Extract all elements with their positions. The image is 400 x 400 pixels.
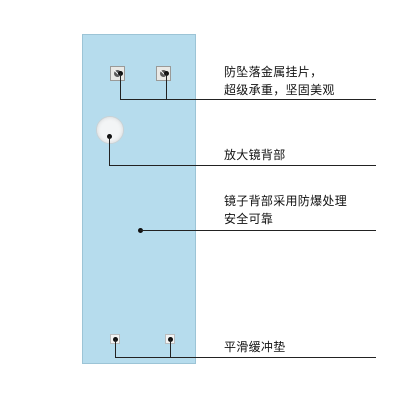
magnifier-back bbox=[96, 116, 124, 144]
pad-left-leader-vertical bbox=[115, 339, 116, 357]
pad-right-leader-vertical bbox=[170, 339, 171, 357]
back-label-line-2: 安全可靠 bbox=[224, 212, 274, 226]
hanger-label-line-1: 防坠落金属挂片， bbox=[224, 65, 323, 79]
hanger-label-line-2: 超级承重，坚固美观 bbox=[224, 83, 335, 97]
pad-label: 平滑缓冲垫 bbox=[224, 340, 286, 354]
hanger-left-leader-vertical bbox=[120, 73, 121, 99]
back-label-line-1: 镜子背部采用防爆处理 bbox=[224, 194, 348, 208]
hanger-leader-line bbox=[120, 99, 376, 100]
magnifier-leader-line bbox=[109, 165, 376, 166]
back-leader-line bbox=[140, 230, 376, 231]
magnifier-leader-vertical bbox=[109, 136, 110, 165]
magnifier-label: 放大镜背部 bbox=[224, 148, 286, 162]
hanger-right-leader-vertical bbox=[166, 73, 167, 99]
pad-leader-line bbox=[115, 357, 376, 358]
mirror-back-panel bbox=[82, 34, 196, 364]
